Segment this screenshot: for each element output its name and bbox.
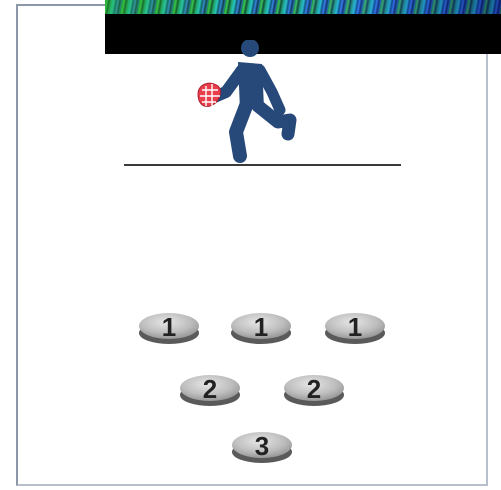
pin-label: 3 [255, 431, 269, 461]
pin-disc: 1 [231, 312, 291, 344]
pin-disc: 1 [139, 312, 199, 344]
pin-label: 1 [254, 312, 268, 342]
pin-label: 2 [307, 374, 321, 404]
pin-label: 2 [203, 374, 217, 404]
pin-disc: 2 [284, 374, 344, 406]
pin-label: 1 [162, 312, 176, 342]
pin-disc: 2 [180, 374, 240, 406]
pin-disc: 3 [232, 431, 292, 463]
pin-disc: 1 [325, 312, 385, 344]
pin-label: 1 [348, 312, 362, 342]
